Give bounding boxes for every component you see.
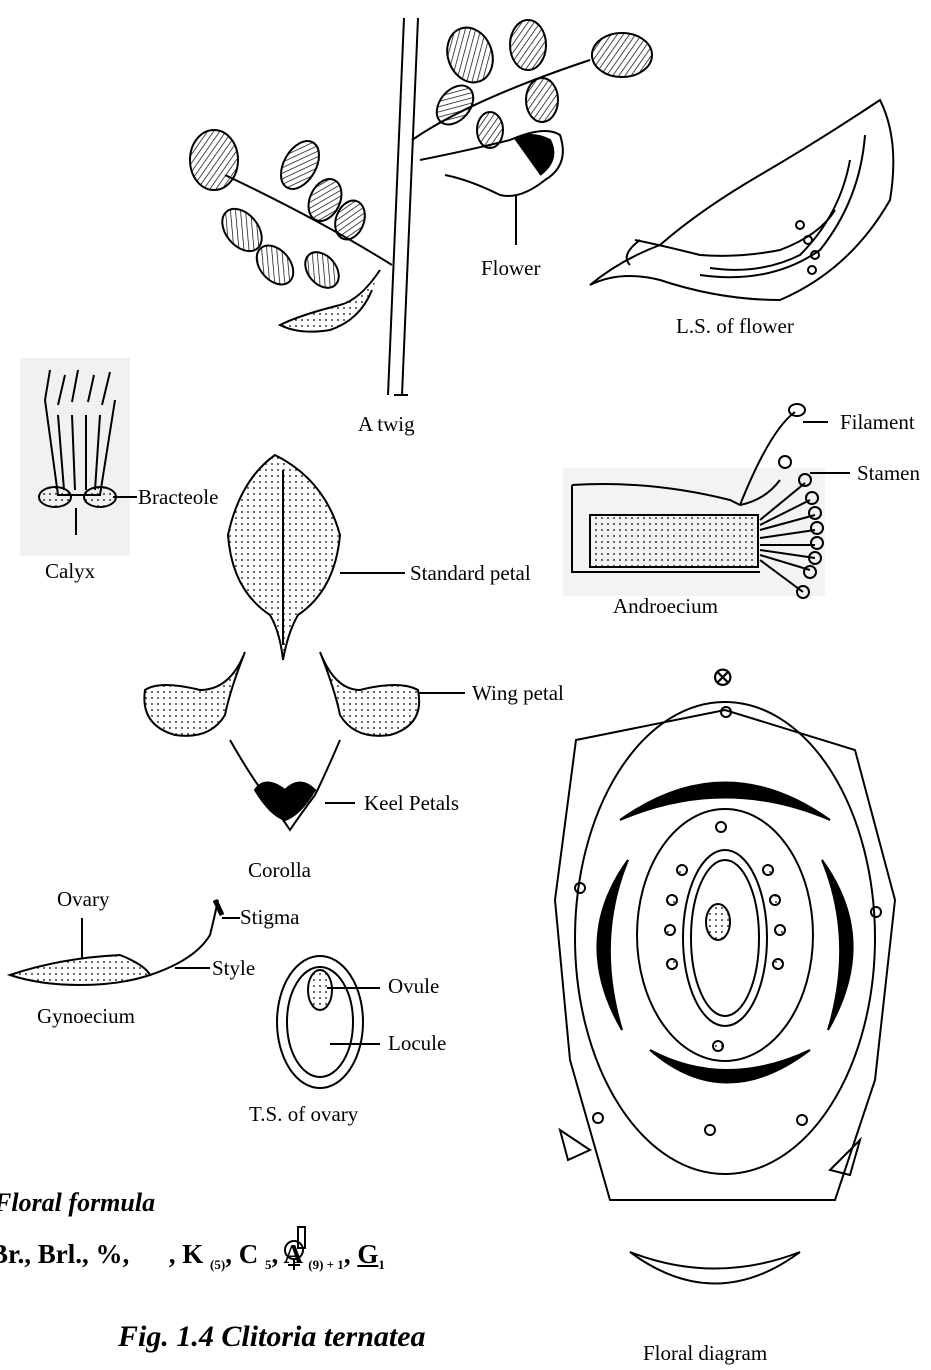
ts-ovary-drawing xyxy=(277,956,380,1088)
label-ovule: Ovule xyxy=(388,976,439,997)
label-floral-diagram: Floral diagram xyxy=(643,1343,767,1364)
label-filament: Filament xyxy=(840,412,915,433)
gynoecium-drawing xyxy=(10,900,240,985)
formula-part-4: , A xyxy=(271,1239,308,1269)
label-wing-petal: Wing petal xyxy=(472,683,564,704)
label-ts-ovary: T.S. of ovary xyxy=(249,1104,358,1125)
corolla-drawing xyxy=(144,455,465,830)
formula-part-2: , K xyxy=(162,1239,210,1269)
label-locule: Locule xyxy=(388,1033,446,1054)
label-ovary: Ovary xyxy=(57,889,109,910)
androecium-drawing xyxy=(563,404,850,598)
label-androecium: Androecium xyxy=(613,596,718,617)
label-keel-petals: Keel Petals xyxy=(364,793,459,814)
label-bracteole: Bracteole xyxy=(138,487,218,508)
label-flower: Flower xyxy=(481,258,541,279)
formula-part-5: , xyxy=(344,1239,358,1269)
formula-part-3: , C xyxy=(225,1239,265,1269)
formula-g: G xyxy=(357,1239,378,1269)
floral-formula-title: Floral formula xyxy=(0,1188,155,1218)
floral-formula: Br., Brl., %, , K (5), C 5, A (9) + 1, G… xyxy=(0,1233,385,1273)
twig-drawing xyxy=(190,18,652,395)
figure-caption: Fig. 1.4 Clitoria ternatea xyxy=(118,1320,426,1354)
label-corolla: Corolla xyxy=(248,860,311,881)
bract-symbol-icon: ⊗ xyxy=(711,664,734,692)
bisexual-placeholder xyxy=(136,1233,162,1273)
formula-g-sub: 1 xyxy=(378,1257,385,1272)
ls-flower-drawing xyxy=(590,100,893,300)
floral-diagram-drawing xyxy=(555,702,895,1284)
label-calyx: Calyx xyxy=(45,561,95,582)
label-stigma: Stigma xyxy=(240,907,300,928)
formula-k-sub: (5) xyxy=(210,1257,225,1272)
calyx-drawing xyxy=(20,358,137,556)
formula-a-sub: (9) + 1 xyxy=(308,1257,344,1272)
label-stamen: Stamen xyxy=(857,463,920,484)
label-ls-flower: L.S. of flower xyxy=(676,316,794,337)
label-standard-petal: Standard petal xyxy=(410,563,531,584)
label-gynoecium: Gynoecium xyxy=(37,1006,135,1027)
formula-part-1: Br., Brl., %, xyxy=(0,1239,136,1269)
label-twig: A twig xyxy=(358,414,415,435)
label-style: Style xyxy=(212,958,255,979)
